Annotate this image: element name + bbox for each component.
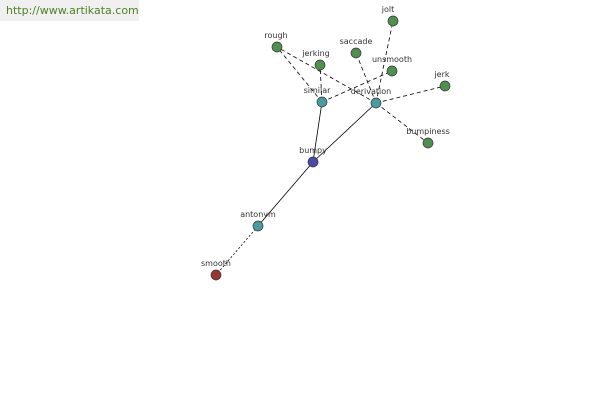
node-circle-antonym[interactable] — [252, 220, 264, 232]
edge-bumpy-similar — [312, 101, 323, 163]
node-antonym[interactable]: antonym — [240, 210, 276, 232]
edge-antonym-smooth — [215, 225, 259, 276]
node-bumpiness[interactable]: bumpiness — [406, 127, 450, 149]
node-label-bumpy[interactable]: bumpy — [299, 146, 327, 155]
node-label-similar[interactable]: similar — [304, 86, 332, 95]
node-circle-unsmooth[interactable] — [386, 65, 398, 77]
node-circle-similar[interactable] — [316, 96, 328, 108]
edge-derivation-jerk — [375, 85, 446, 104]
node-label-jolt[interactable]: jolt — [381, 5, 394, 14]
node-label-jerking[interactable]: jerking — [301, 49, 329, 58]
node-label-derivation[interactable]: derivation — [351, 87, 391, 96]
node-saccade[interactable]: saccade — [340, 37, 373, 59]
edge-similar-jerking — [319, 64, 323, 103]
edge-bumpy-derivation — [312, 102, 377, 163]
node-unsmooth[interactable]: unsmooth — [372, 55, 412, 77]
node-rough[interactable]: rough — [264, 31, 288, 53]
edge-bumpy-antonym — [257, 161, 314, 227]
site-url-link[interactable]: http://www.artikata.com — [6, 4, 139, 17]
node-circle-jerk[interactable] — [439, 80, 451, 92]
node-label-jerk[interactable]: jerk — [433, 70, 449, 79]
node-circle-saccade[interactable] — [350, 47, 362, 59]
node-jerk[interactable]: jerk — [433, 70, 451, 92]
node-label-bumpiness[interactable]: bumpiness — [406, 127, 450, 136]
node-circle-rough[interactable] — [271, 41, 283, 53]
node-label-smooth[interactable]: smooth — [201, 259, 231, 268]
edge-derivation-bumpiness — [375, 102, 429, 144]
node-jerking[interactable]: jerking — [301, 49, 330, 71]
node-label-antonym[interactable]: antonym — [240, 210, 276, 219]
node-jolt[interactable]: jolt — [381, 5, 399, 27]
node-bumpy[interactable]: bumpy — [299, 146, 327, 168]
edge-similar-rough — [276, 46, 323, 103]
edge-derivation-rough — [276, 46, 377, 104]
node-label-saccade[interactable]: saccade — [340, 37, 373, 46]
node-circle-jerking[interactable] — [314, 59, 326, 71]
node-circle-bumpiness[interactable] — [422, 137, 434, 149]
node-circle-derivation[interactable] — [370, 97, 382, 109]
node-circle-smooth[interactable] — [210, 269, 222, 281]
node-label-unsmooth[interactable]: unsmooth — [372, 55, 412, 64]
node-smooth[interactable]: smooth — [201, 259, 231, 281]
node-label-rough[interactable]: rough — [264, 31, 287, 40]
node-derivation[interactable]: derivation — [351, 87, 391, 109]
url-bar: http://www.artikata.com — [0, 0, 139, 21]
edge-similar-unsmooth — [321, 70, 393, 103]
node-circle-bumpy[interactable] — [307, 156, 319, 168]
edges-layer — [215, 20, 446, 276]
nodes-layer: bumpy similar derivation antonym rough jerkin… — [201, 5, 451, 281]
node-circle-jolt[interactable] — [387, 15, 399, 27]
node-similar[interactable]: similar — [304, 86, 332, 108]
edge-derivation-saccade — [355, 52, 377, 104]
